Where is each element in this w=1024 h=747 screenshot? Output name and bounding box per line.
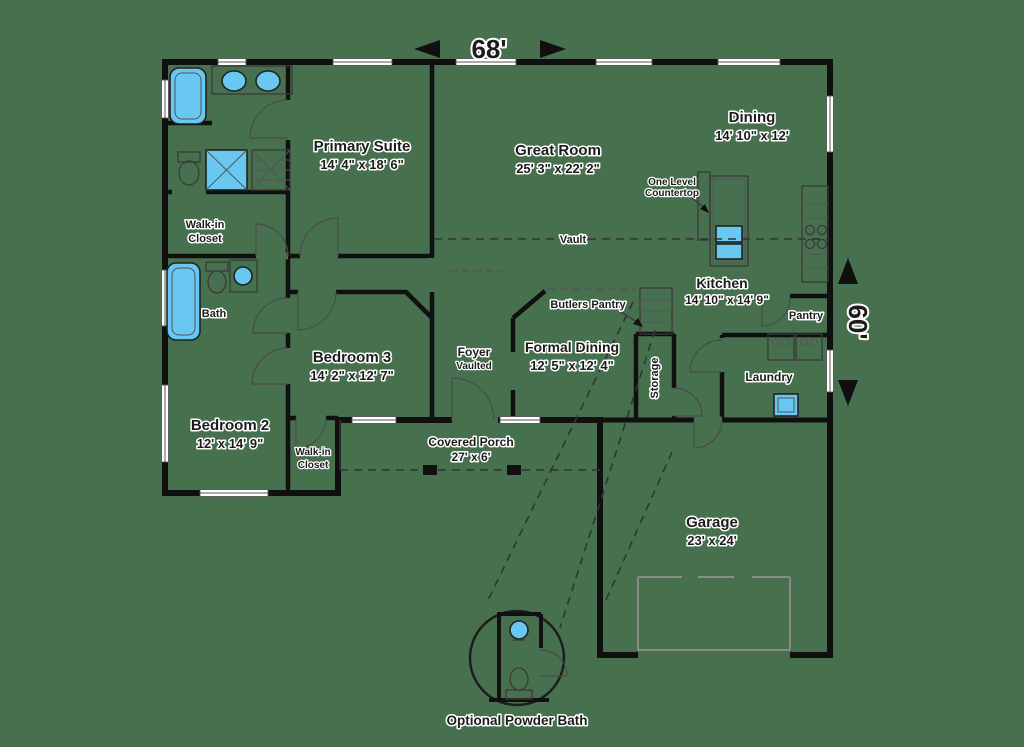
porch-post bbox=[507, 465, 521, 475]
sink bbox=[255, 70, 281, 92]
room-label-bath: Bath bbox=[202, 308, 227, 320]
windows bbox=[161, 58, 834, 497]
bathtub bbox=[169, 67, 207, 125]
room-label-covered-porch: Covered Porch bbox=[428, 435, 513, 449]
room-labels: Primary Suite 14' 4" x 18' 6" Great Room… bbox=[184, 108, 825, 730]
svg-text:14' 4" x 18' 6": 14' 4" x 18' 6" bbox=[320, 157, 404, 172]
toilet bbox=[177, 151, 201, 186]
svg-text:14' 10" x 14' 9": 14' 10" x 14' 9" bbox=[685, 293, 769, 307]
room-label-kitchen: Kitchen bbox=[696, 275, 747, 291]
bath2-fixtures bbox=[166, 259, 258, 341]
top-dimension-label: 68' bbox=[471, 34, 506, 64]
svg-text:12' x 14' 9": 12' x 14' 9" bbox=[197, 436, 264, 451]
arrow-right-icon bbox=[540, 40, 566, 58]
laundry-sink bbox=[773, 393, 799, 417]
primary-bath-fixtures bbox=[169, 65, 293, 191]
svg-text:One Level: One Level bbox=[648, 177, 696, 188]
room-label-storage: Storage bbox=[649, 358, 661, 399]
svg-text:Closet: Closet bbox=[188, 233, 222, 245]
room-label-bedroom-3: Bedroom 3 bbox=[313, 349, 391, 366]
room-label-laundry: Laundry bbox=[745, 370, 793, 384]
door-swings bbox=[249, 99, 791, 449]
svg-text:12' 5" x 12' 4": 12' 5" x 12' 4" bbox=[530, 358, 614, 373]
sink bbox=[221, 70, 247, 92]
linen-closet bbox=[251, 149, 291, 191]
room-label-primary-suite: Primary Suite bbox=[314, 138, 411, 155]
range-burners bbox=[804, 224, 828, 250]
room-label-walk-in-closet: Walk-in bbox=[186, 219, 225, 231]
porch-post bbox=[423, 465, 437, 475]
arrow-down-icon bbox=[838, 380, 858, 406]
svg-text:14' 10" x 12': 14' 10" x 12' bbox=[715, 128, 789, 143]
arrow-left-icon bbox=[414, 40, 440, 58]
kitchen-island bbox=[709, 175, 749, 267]
room-label-formal-dining: Formal Dining bbox=[525, 339, 619, 355]
vault-label: Vault bbox=[560, 234, 587, 246]
laundry-appliances bbox=[767, 333, 823, 417]
pedestal-sink bbox=[509, 620, 529, 640]
room-label-foyer: Foyer bbox=[458, 345, 491, 359]
svg-text:14' 2" x 12' 7": 14' 2" x 12' 7" bbox=[310, 368, 394, 383]
kitchen-wall-cabinets bbox=[697, 171, 829, 283]
garage-door bbox=[637, 576, 791, 651]
butlers-pantry-leader bbox=[614, 307, 643, 327]
optional-powder-bath-label: Optional Powder Bath bbox=[446, 713, 587, 728]
wall-openings bbox=[172, 100, 790, 660]
toilet bbox=[205, 261, 229, 294]
room-label-walk-in-closet-2: Walk-in bbox=[295, 447, 330, 458]
right-dimension: 60' bbox=[838, 258, 875, 406]
bathtub bbox=[166, 262, 201, 341]
room-label-bedroom-2: Bedroom 2 bbox=[191, 417, 269, 434]
svg-text:Closet: Closet bbox=[298, 460, 329, 471]
svg-text:Vaulted: Vaulted bbox=[456, 361, 492, 372]
top-dimension: 68' bbox=[414, 32, 566, 66]
room-label-great-room: Great Room bbox=[515, 142, 601, 159]
svg-text:27' x 6': 27' x 6' bbox=[451, 450, 490, 464]
svg-text:25' 3" x 22' 2": 25' 3" x 22' 2" bbox=[516, 161, 600, 176]
room-label-butlers-pantry: Butlers Pantry bbox=[550, 299, 626, 311]
island-sink bbox=[715, 225, 743, 243]
sink bbox=[233, 266, 253, 286]
one-level-countertop-note: One Level Countertop bbox=[644, 176, 709, 213]
room-label-garage: Garage bbox=[686, 514, 738, 531]
covered-porch-outline bbox=[339, 420, 600, 475]
toilet bbox=[505, 667, 533, 700]
island-sink bbox=[715, 243, 743, 260]
powder-bath-leader-dashes bbox=[487, 301, 673, 629]
butlers-pantry-cabinet bbox=[548, 287, 673, 335]
right-dimension-label: 60' bbox=[843, 304, 873, 339]
room-label-pantry: Pantry bbox=[789, 310, 824, 322]
optional-powder-bath-callout bbox=[468, 609, 568, 707]
arrow-up-icon bbox=[838, 258, 858, 284]
room-label-dining: Dining bbox=[729, 109, 776, 126]
svg-text:Countertop: Countertop bbox=[645, 188, 699, 199]
svg-text:23' x 24': 23' x 24' bbox=[687, 533, 737, 548]
